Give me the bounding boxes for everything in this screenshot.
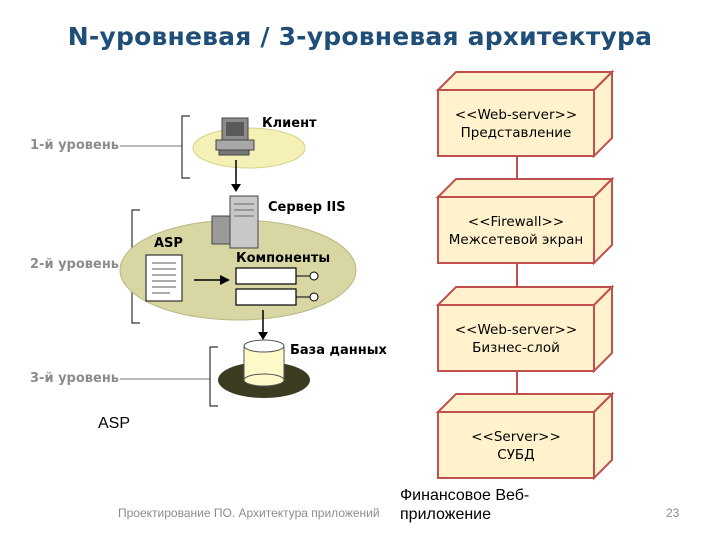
level-3-label: 3-й уровень — [30, 371, 120, 386]
level-1-label: 1-й уровень — [30, 138, 120, 153]
level-2-label: 2-й уровень — [30, 257, 120, 272]
database-icon — [243, 339, 285, 387]
server-label: Сервер IIS — [268, 200, 346, 215]
node-box-1 — [435, 69, 615, 159]
right-caption: Финансовое Веб- приложение — [400, 486, 529, 524]
asp-document-icon — [145, 254, 183, 302]
page-title: N-уровневая / 3-уровневая архитектура — [67, 22, 653, 51]
node-4-stereotype: <<Server>> — [471, 429, 561, 445]
node-1-stereotype: <<Web-server>> — [454, 107, 578, 123]
node-3-name: Бизнес-слой — [472, 340, 560, 356]
component-box-2 — [235, 288, 319, 306]
components-label: Компоненты — [236, 251, 331, 266]
component-box-1 — [235, 267, 319, 285]
node-1-name: Представление — [460, 125, 572, 141]
database-label: База данных — [290, 343, 387, 358]
level-1-bracket — [181, 115, 190, 179]
node-2-label: <<Firewall>> Межсетевой экран — [441, 213, 591, 249]
server-icon — [211, 195, 259, 249]
asp-label: ASP — [154, 236, 183, 251]
client-computer-icon — [215, 117, 255, 156]
node-3-label: <<Web-server>> Бизнес-слой — [441, 321, 591, 357]
right-caption-line-1: Финансовое Веб- — [400, 487, 530, 504]
node-box-4 — [435, 391, 615, 481]
node-4-label: <<Server>> СУБД — [441, 428, 591, 464]
node-4-name: СУБД — [497, 447, 535, 463]
level-3-bracket — [209, 346, 218, 407]
node-box-3 — [435, 284, 615, 374]
client-label: Клиент — [262, 116, 317, 131]
node-2-stereotype: <<Firewall>> — [467, 214, 565, 230]
node-2-name: Межсетевой экран — [448, 232, 584, 248]
node-3-stereotype: <<Web-server>> — [454, 322, 578, 338]
right-caption-line-2: приложение — [400, 506, 492, 523]
footer-course: Проектирование ПО. Архитектура приложени… — [118, 506, 380, 520]
footer-page-number: 23 — [666, 506, 680, 520]
node-box-2 — [435, 176, 615, 266]
left-caption: ASP — [98, 415, 131, 432]
node-1-label: <<Web-server>> Представление — [441, 106, 591, 142]
